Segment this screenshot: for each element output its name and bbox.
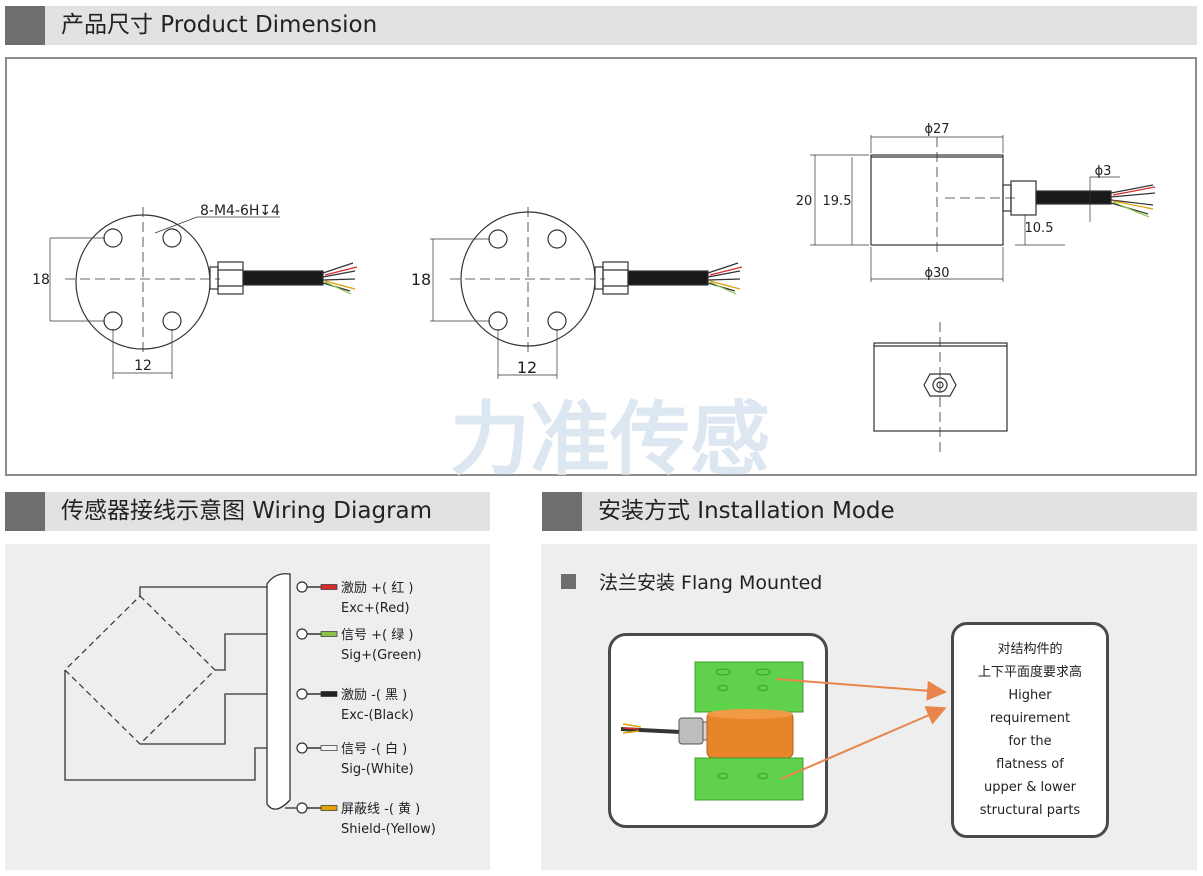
note-line: flatness of (996, 757, 1064, 772)
flange-mount-illustration (620, 661, 804, 801)
flatness-note-box: 对结构件的上下平面度要求高 Higher requirement for the fla… (951, 622, 1109, 838)
wiring-diagram-header: 传感器接线示意图 Wiring Diagram (5, 492, 490, 531)
wire-terminal (296, 688, 338, 700)
cable-bundle (266, 573, 291, 810)
product-dimension-header: 产品尺寸 Product Dimension (5, 6, 1197, 45)
watermark-text: 力准传感 (450, 393, 770, 477)
wire-label-cn: 激励 -( 黑 ) (341, 688, 407, 703)
wiring-diagram-title: 传感器接线示意图 Wiring Diagram (61, 498, 433, 524)
installation-mode-header: 安装方式 Installation Mode (542, 492, 1197, 531)
dim-body-height: 19.5 (823, 194, 852, 209)
dim-vertical-2: 18 (411, 270, 431, 289)
wire-label-cn: 屏蔽线 -( 黄 ) (341, 802, 420, 817)
wire-label-en: Exc-(Black) (341, 708, 414, 723)
header-block (542, 492, 582, 531)
wire-label-en: Shield-(Yellow) (341, 822, 436, 837)
flatness-note-text: 对结构件的上下平面度要求高 Higher requirement for the fla… (954, 638, 1106, 822)
header-block (5, 492, 45, 531)
wire-terminals (296, 581, 338, 814)
side-view (810, 135, 1156, 282)
wire-terminal (296, 802, 338, 814)
dim-cable-dia: ϕ3 (1095, 164, 1112, 179)
wire-terminal (296, 742, 338, 754)
bridge-diamond (64, 595, 216, 745)
installation-panel: 法兰安装 Flang Mounted (541, 544, 1197, 870)
wire-label-en: Sig+(Green) (341, 648, 422, 663)
front-view-2 (430, 207, 743, 379)
product-dimension-panel: 力准传感 8-M4-6H↧4 18 12 (5, 57, 1197, 486)
dim-cable-height: 10.5 (1025, 221, 1054, 236)
bridge-wires (64, 586, 297, 809)
wire-label-cn: 激励 +( 红 ) (341, 580, 413, 596)
dim-horizontal-2: 12 (517, 358, 537, 377)
product-dimension-title: 产品尺寸 Product Dimension (61, 12, 378, 38)
dim-height: 20 (796, 194, 813, 209)
note-line: structural parts (979, 803, 1081, 818)
rear-view (873, 322, 1008, 452)
note-line: 对结构件的 (997, 642, 1063, 657)
wiring-diagram-panel: 激励 +( 红 ) Exc+(Red) 信号 +( 绿 ) Sig+(Green) 激励… (5, 544, 490, 870)
dimension-drawing: 力准传感 8-M4-6H↧4 18 12 (5, 57, 1197, 486)
thread-label: 8-M4-6H↧4 (200, 203, 280, 219)
note-line: for the (1008, 734, 1052, 749)
wire-labels: 激励 +( 红 ) Exc+(Red) 信号 +( 绿 ) Sig+(Green) 激励… (341, 580, 436, 837)
wire-label-en: Exc+(Red) (341, 601, 410, 616)
wire-label-en: Sig-(White) (341, 762, 414, 777)
installation-image-card (608, 633, 828, 828)
note-line: requirement (989, 711, 1071, 726)
dim-bottom-dia: ϕ30 (924, 266, 949, 281)
note-line: upper & lower (983, 780, 1077, 795)
wire-label-cn: 信号 -( 白 ) (341, 741, 407, 757)
dim-vertical-1: 18 (32, 272, 50, 288)
wire-terminal (296, 628, 338, 640)
dim-top-dia: ϕ27 (924, 122, 949, 137)
note-line: Higher (1008, 688, 1052, 703)
bullet-square-icon (561, 574, 576, 589)
header-block (5, 6, 45, 45)
installation-mode-title: 安装方式 Installation Mode (598, 498, 895, 524)
wire-terminal (296, 581, 338, 593)
flange-mounted-label: 法兰安装 Flang Mounted (599, 572, 823, 594)
wire-label-cn: 信号 +( 绿 ) (341, 628, 413, 643)
dim-horizontal-1: 12 (134, 358, 152, 374)
front-view-1 (49, 207, 358, 379)
note-line: 上下平面度要求高 (977, 665, 1082, 680)
